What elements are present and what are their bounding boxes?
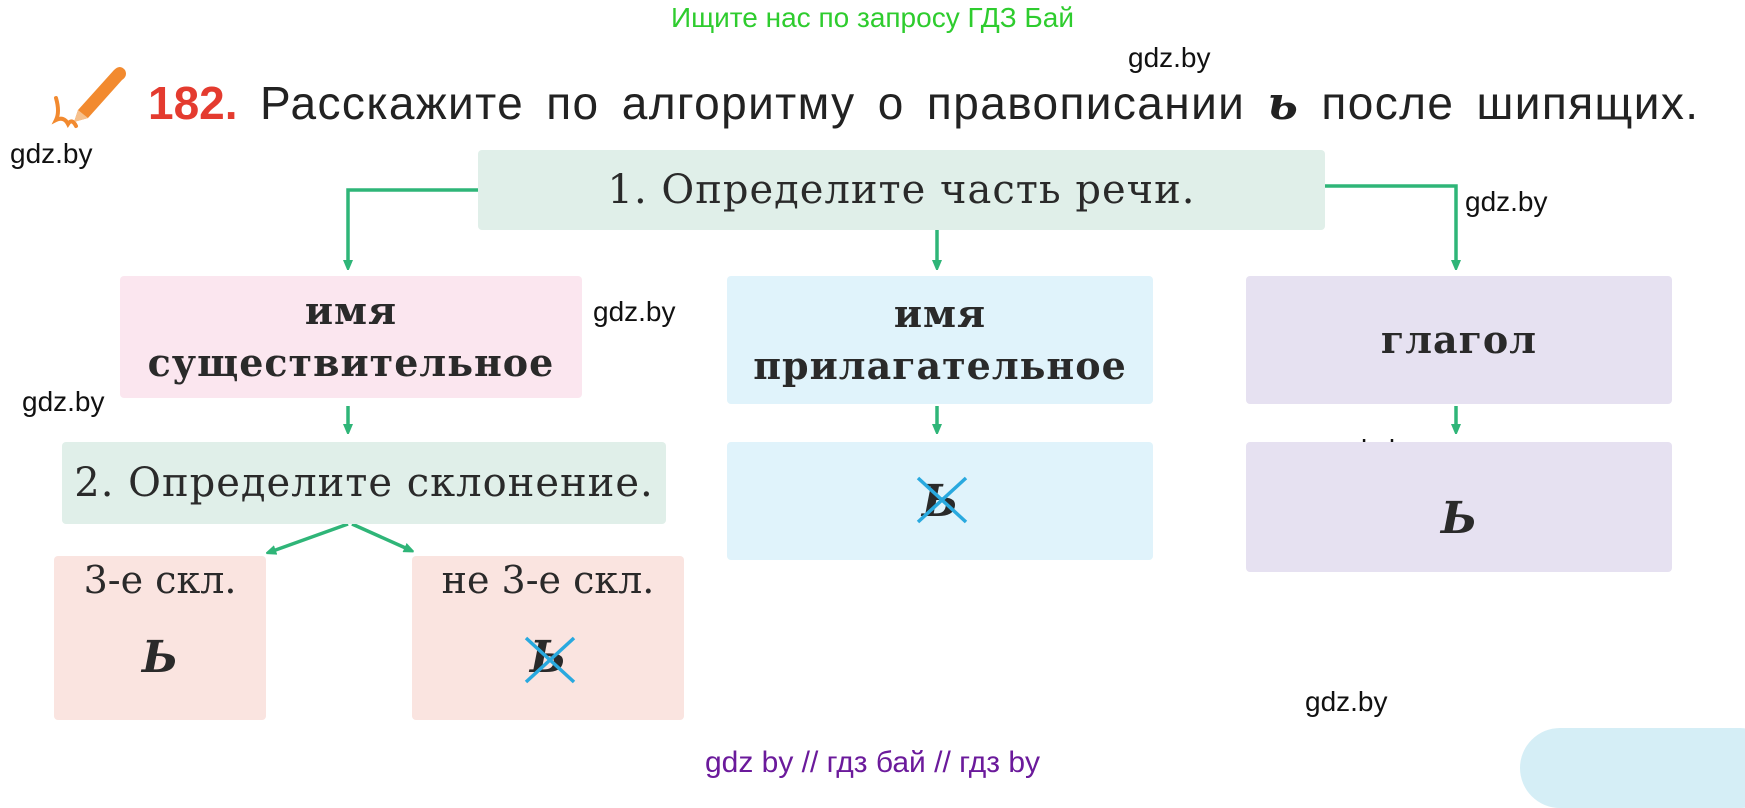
task-number: 182. <box>148 77 238 129</box>
not-third-declension-box: не 3-е скл. Ь <box>412 556 684 720</box>
watermark: gdz.by <box>1128 42 1211 73</box>
soft-sign-letter: Ь <box>1440 492 1478 544</box>
task-text-before: Расскажите по алгоритму о правописании <box>260 77 1246 129</box>
third-declension-label: 3-е скл. <box>83 558 237 602</box>
adjective-box: имя прилагательное <box>727 276 1153 404</box>
soft-sign-letter: Ь <box>141 632 179 683</box>
crossed-soft-sign: Ь <box>524 635 576 683</box>
not-third-declension-label: не 3-е скл. <box>441 557 655 602</box>
watermark: gdz.by <box>593 296 676 327</box>
verb-box: глагол <box>1246 276 1672 404</box>
watermark: gdz.by <box>1465 186 1548 217</box>
adjective-label-line2: прилагательное <box>753 343 1127 388</box>
adjective-result-box: Ь <box>727 442 1153 560</box>
watermark: gdz.by <box>10 138 93 169</box>
pencil-icon <box>50 60 128 137</box>
cross-out-icon <box>524 636 576 683</box>
noun-label-line2: существительное <box>147 340 555 385</box>
step-1-box: 1. Определите часть речи. <box>478 150 1325 230</box>
cross-out-icon <box>916 476 968 523</box>
search-banner: Ищите нас по запросу ГДЗ Бай <box>670 2 1075 33</box>
footer-watermark: gdz by // гдз бай // гдз by <box>704 746 1041 779</box>
verb-result-box: Ь <box>1246 442 1672 572</box>
noun-box: имя существительное <box>120 276 582 398</box>
adjective-label-line1: имя <box>893 291 987 336</box>
task-text-after: после шипящих. <box>1321 77 1700 129</box>
step-2-box: 2. Определите склонение. <box>62 442 666 524</box>
third-declension-box: 3-е скл. Ь <box>54 556 266 720</box>
crossed-soft-sign: Ь <box>916 476 968 527</box>
task-heading: Расскажите по алгоритму о правописании ь… <box>260 76 1699 130</box>
watermark: gdz.by <box>22 386 105 417</box>
watermark: gdz.by <box>1305 686 1388 717</box>
noun-label-line1: имя <box>304 288 398 333</box>
task-soft-sign: ь <box>1267 76 1300 130</box>
